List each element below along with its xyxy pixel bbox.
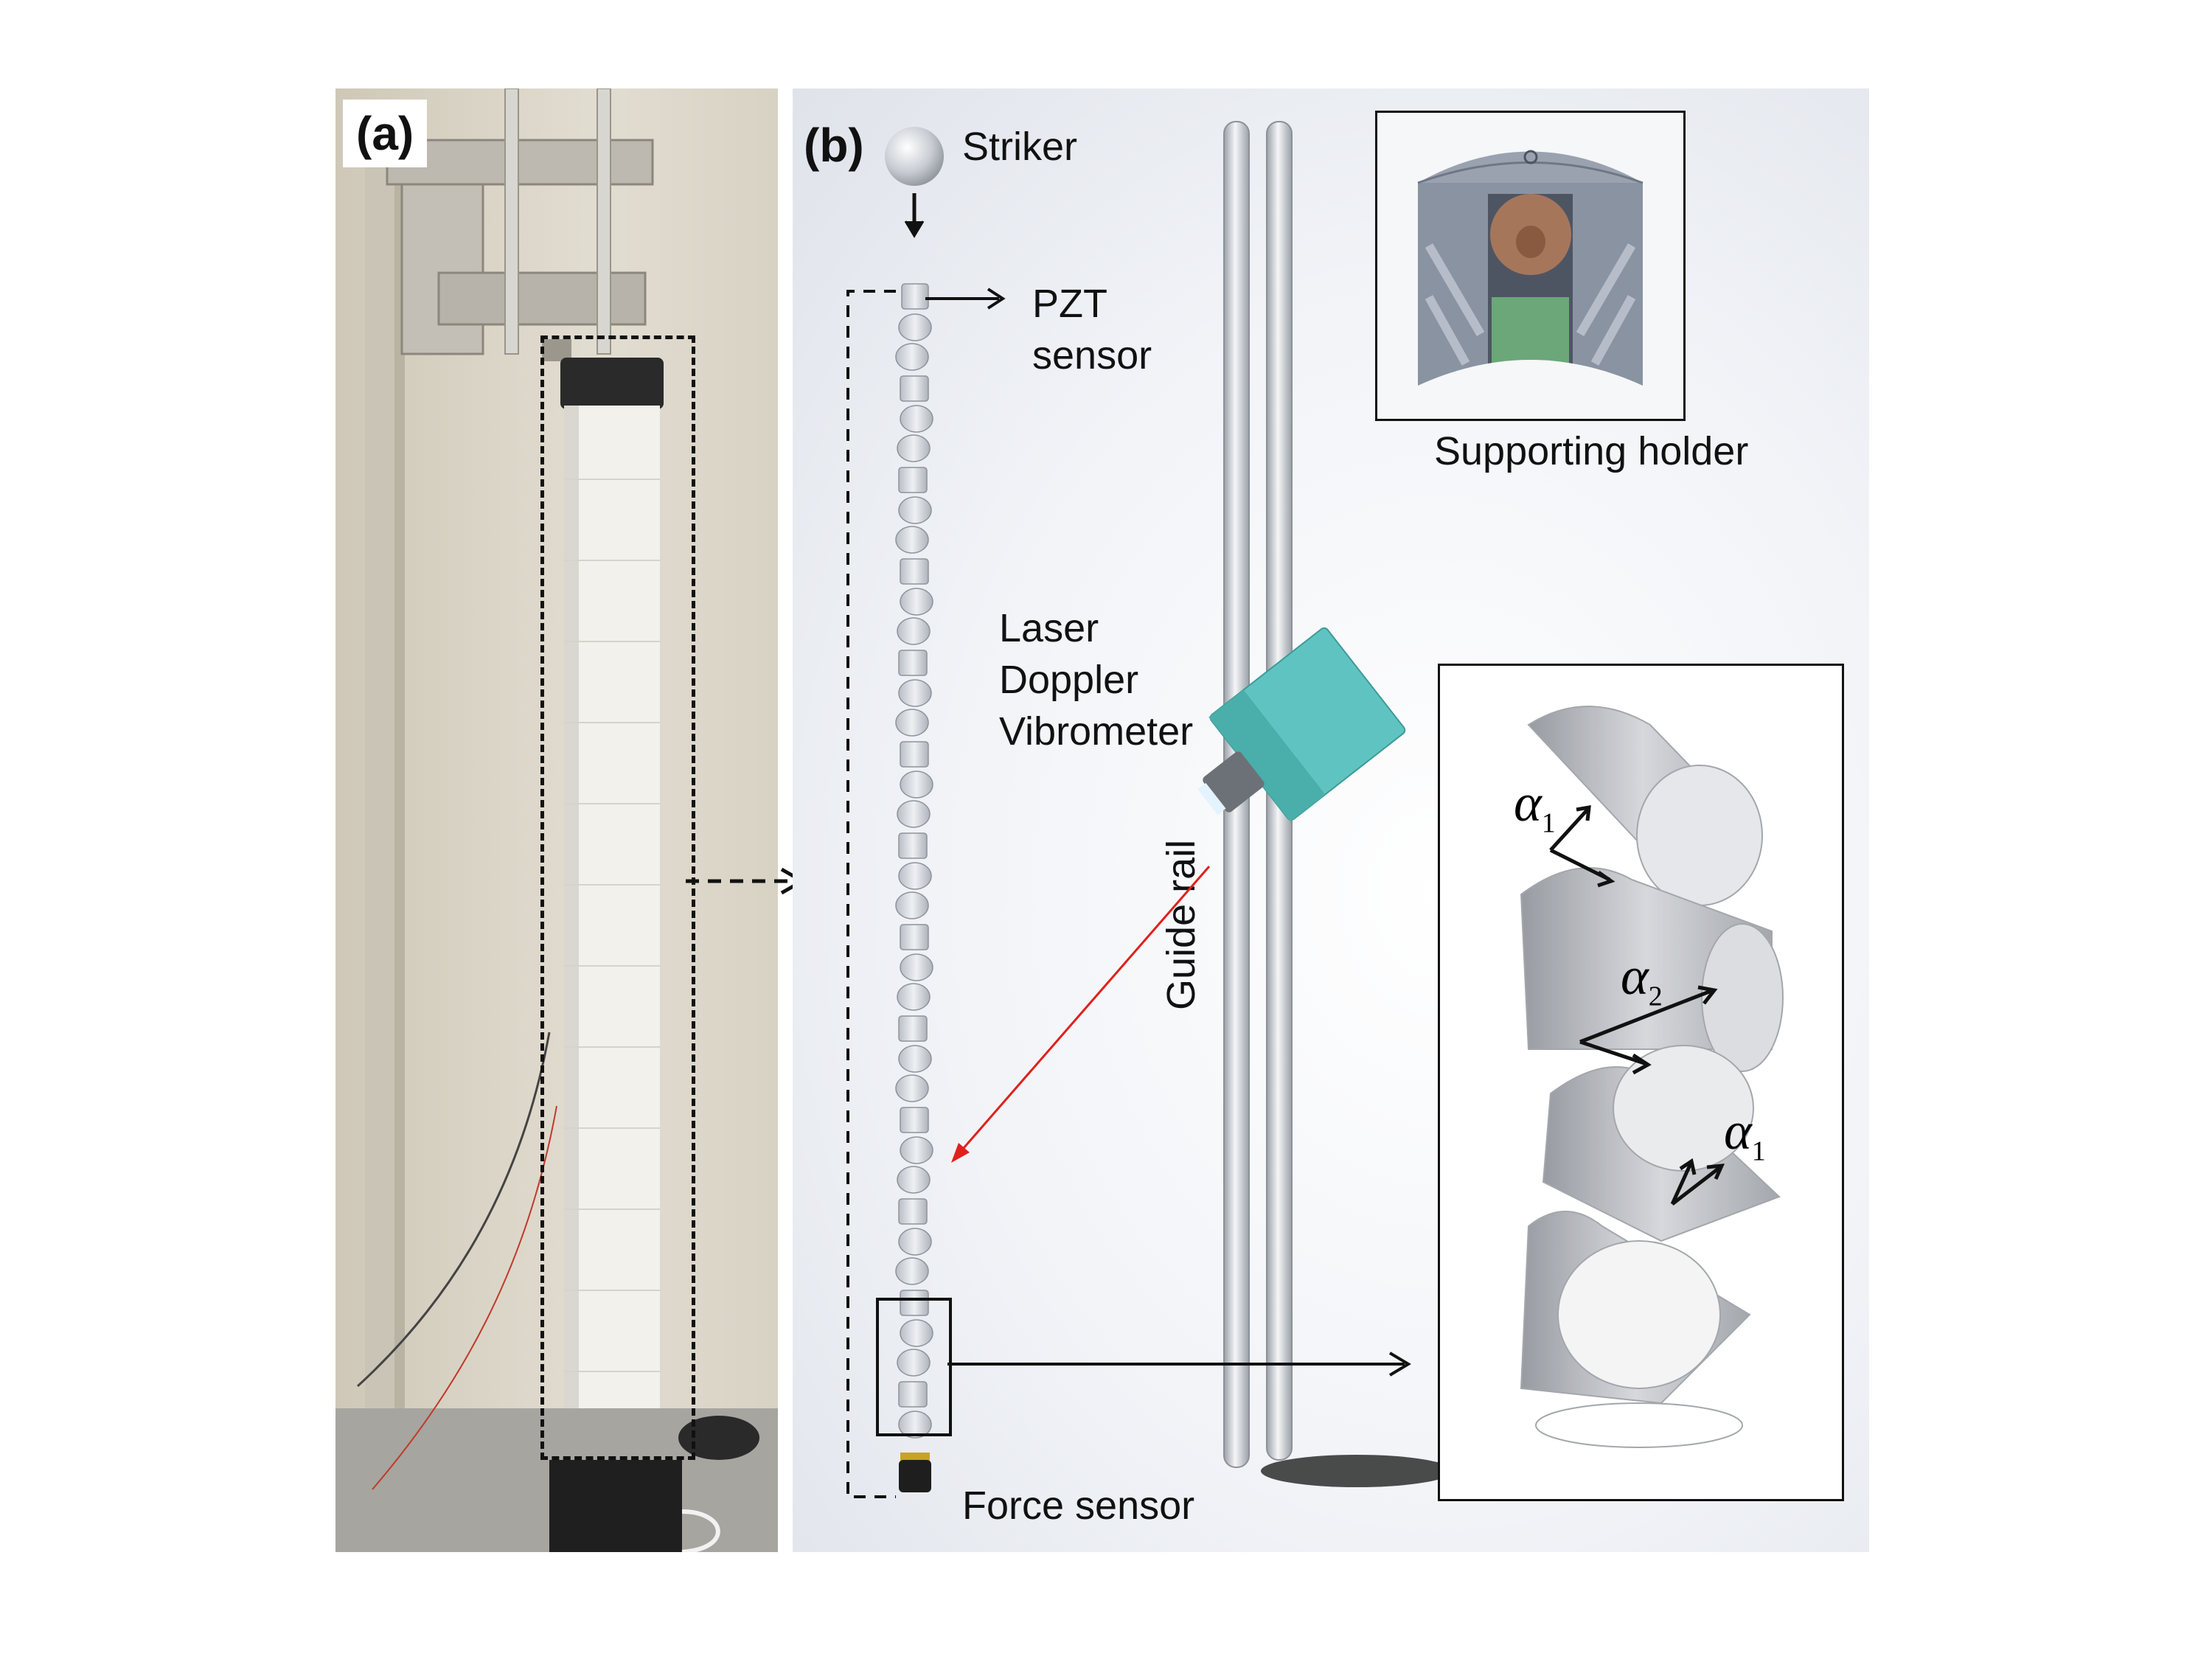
ldv-label-line2: Doppler [999, 658, 1139, 702]
panel-b-label: (b) [804, 119, 864, 172]
chain-zoom-box [876, 1298, 952, 1436]
striker-ball [885, 127, 944, 238]
photo-guide-rod-right [597, 88, 611, 355]
photo-guide-rod-left [504, 88, 519, 355]
photo-cylinder-column [564, 406, 660, 1497]
photo-illustration [335, 88, 778, 1552]
alpha2-sub: 2 [1648, 981, 1663, 1012]
panel-a-label: (a) [343, 100, 428, 167]
photo-base-holder [549, 1460, 682, 1552]
photo-selection-box [540, 335, 695, 1460]
photo-profile-rail [365, 147, 394, 1552]
pzt-arrow [925, 288, 1006, 310]
holder-inset [1375, 111, 1686, 421]
pzt-label-line1: PZT [1032, 282, 1107, 326]
photo-wire-dark [356, 1032, 551, 1388]
chain-bracket [846, 290, 896, 1498]
ldv-label-line1: Laser [999, 606, 1099, 650]
photo-profile-rail-edge [394, 147, 405, 1552]
photo-column-shade [564, 406, 579, 1497]
photo-wire-white [681, 1509, 720, 1552]
force-sensor-label: Force sensor [962, 1484, 1195, 1528]
cylinder-chain [895, 283, 933, 1492]
photo-side-block [400, 183, 484, 355]
photo-column-cap [560, 358, 664, 409]
laser-beam [951, 866, 1211, 1163]
laser-vibrometer [1197, 627, 1406, 822]
alpha1-top-sub: 1 [1541, 807, 1556, 839]
experimental-setup-photo [335, 88, 778, 1552]
ldv-label-line3: Vibrometer [999, 709, 1194, 754]
pzt-label-line2: sensor [1032, 333, 1152, 378]
photo-mid-bracket [437, 271, 647, 326]
zoom-arrow [947, 1352, 1411, 1377]
holder-cutaway [1417, 150, 1644, 386]
cylinder-angle-inset: α1 α2 α1 [1438, 664, 1844, 1501]
cylinder-stack-drawing [1520, 706, 1784, 1448]
alpha2-symbol: α2 [1621, 946, 1663, 1012]
holder-caption: Supporting holder [1434, 429, 1749, 473]
photo-base-disk [678, 1416, 759, 1460]
alpha2-char: α [1621, 947, 1649, 1006]
alpha1-top-symbol: α1 [1514, 773, 1556, 839]
force-sensor-top [900, 1453, 930, 1461]
force-sensor-body [899, 1460, 931, 1492]
alpha1-bottom-sub: 1 [1751, 1135, 1766, 1167]
alpha1-top-char: α [1514, 773, 1542, 832]
alpha1-bottom-char: α [1724, 1102, 1752, 1161]
striker-label: Striker [962, 125, 1078, 169]
alpha1-bottom-symbol: α1 [1724, 1101, 1766, 1167]
